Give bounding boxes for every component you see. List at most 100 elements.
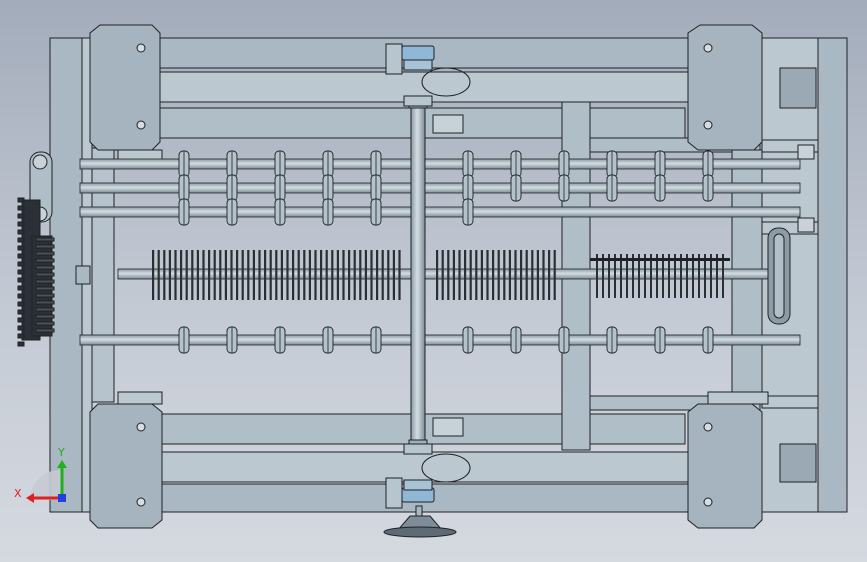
right-bracket-a	[797, 144, 815, 160]
cutter-blade	[303, 250, 306, 300]
gear-tooth	[17, 213, 25, 219]
cutter-blade	[614, 254, 616, 298]
mounting-hole	[703, 43, 713, 53]
cutter-blade	[441, 250, 444, 300]
gear-tooth	[35, 293, 55, 298]
y-axis-label: Y	[57, 446, 65, 459]
cutter-blade	[376, 250, 379, 300]
gear-tooth	[17, 325, 25, 331]
cutter-blade	[208, 250, 211, 300]
cutter-blade	[686, 254, 688, 298]
mounting-hole	[136, 43, 146, 53]
gear-tooth	[17, 261, 25, 267]
cutter-blade	[525, 250, 528, 300]
mounting-holes	[136, 43, 713, 507]
cutter-blade	[219, 250, 222, 300]
mounting-hole	[703, 120, 713, 130]
gear-tooth	[17, 221, 25, 227]
cutter-blade	[638, 254, 640, 298]
gear-tooth	[35, 244, 55, 249]
cutter-blade	[486, 250, 489, 300]
cutter-blade	[292, 250, 295, 300]
cutter-blade	[553, 250, 556, 300]
cutter-blade	[531, 250, 534, 300]
gear-tooth	[35, 300, 55, 305]
cutter-blade	[370, 250, 373, 300]
bottom-bearing-assembly	[385, 443, 471, 509]
cutter-blade	[514, 250, 517, 300]
cutter-blade	[325, 250, 328, 300]
gear-tooth	[35, 237, 55, 242]
cutter-blade	[314, 250, 317, 300]
center-vertical-shaft	[408, 99, 428, 451]
right-rail-c	[761, 395, 819, 409]
cutter-blade	[602, 254, 604, 298]
cutter-blade	[644, 254, 646, 298]
right-bracket-b	[797, 217, 815, 233]
cutter-blade	[508, 250, 511, 300]
cutter-blade	[692, 254, 694, 298]
cutter-blade	[320, 250, 323, 300]
cutter-blade	[308, 250, 311, 300]
gear-tooth	[17, 301, 25, 307]
gear-tooth	[17, 229, 25, 235]
mounting-hole	[136, 422, 146, 432]
gear-tooth	[17, 333, 25, 339]
cutter-blade	[213, 250, 216, 300]
cutter-blade	[626, 254, 628, 298]
cutter-blade	[230, 250, 233, 300]
slot-plate-top	[432, 114, 464, 134]
cutter-blades	[152, 250, 730, 300]
horizontal-shaft	[79, 158, 801, 170]
z-axis-marker	[58, 494, 66, 502]
blade-hub-line	[590, 258, 730, 261]
cutter-blade	[224, 250, 227, 300]
gear-tooth	[17, 205, 25, 211]
cutter-blade	[180, 250, 183, 300]
horizontal-shaft	[79, 206, 801, 218]
cutter-blade	[674, 254, 676, 298]
cutter-blade	[458, 250, 461, 300]
cutter-blade	[264, 250, 267, 300]
cutter-blade	[185, 250, 188, 300]
cutter-blade	[698, 254, 700, 298]
cutter-blade	[447, 250, 450, 300]
bracket-bl	[117, 391, 163, 405]
horizontal-shaft	[79, 182, 801, 194]
right-frame-window-top	[779, 67, 817, 109]
cutter-blade	[348, 250, 351, 300]
cutter-blade	[163, 250, 166, 300]
cutter-blade	[241, 250, 244, 300]
gear-tooth	[35, 272, 55, 277]
gear-tooth	[17, 237, 25, 243]
cutter-blade	[286, 250, 289, 300]
cutter-blade	[548, 250, 551, 300]
cutter-blade	[196, 250, 199, 300]
right-outer-post	[816, 37, 848, 513]
cutter-blade	[716, 254, 718, 298]
gear-tooth	[17, 245, 25, 251]
cutter-blade	[364, 250, 367, 300]
cutter-blade	[662, 254, 664, 298]
cutter-blade	[497, 250, 500, 300]
gear-tooth	[17, 269, 25, 275]
cutter-blade	[632, 254, 634, 298]
cutter-blade	[722, 254, 724, 298]
gear-tooth	[17, 253, 25, 259]
gear-tooth	[35, 328, 55, 333]
gear-tooth	[35, 286, 55, 291]
cutter-blade	[336, 250, 339, 300]
left-gear-drive	[17, 151, 91, 347]
gear-tooth	[35, 251, 55, 256]
leveling-foot	[383, 505, 457, 538]
cutter-blade	[252, 250, 255, 300]
corner-plate-top-right	[687, 24, 763, 151]
cutter-blade	[452, 250, 455, 300]
cutter-blade	[520, 250, 523, 300]
gear-tooth	[35, 279, 55, 284]
cutter-blade	[342, 250, 345, 300]
cutter-blade	[492, 250, 495, 300]
cutter-blade	[596, 254, 598, 298]
